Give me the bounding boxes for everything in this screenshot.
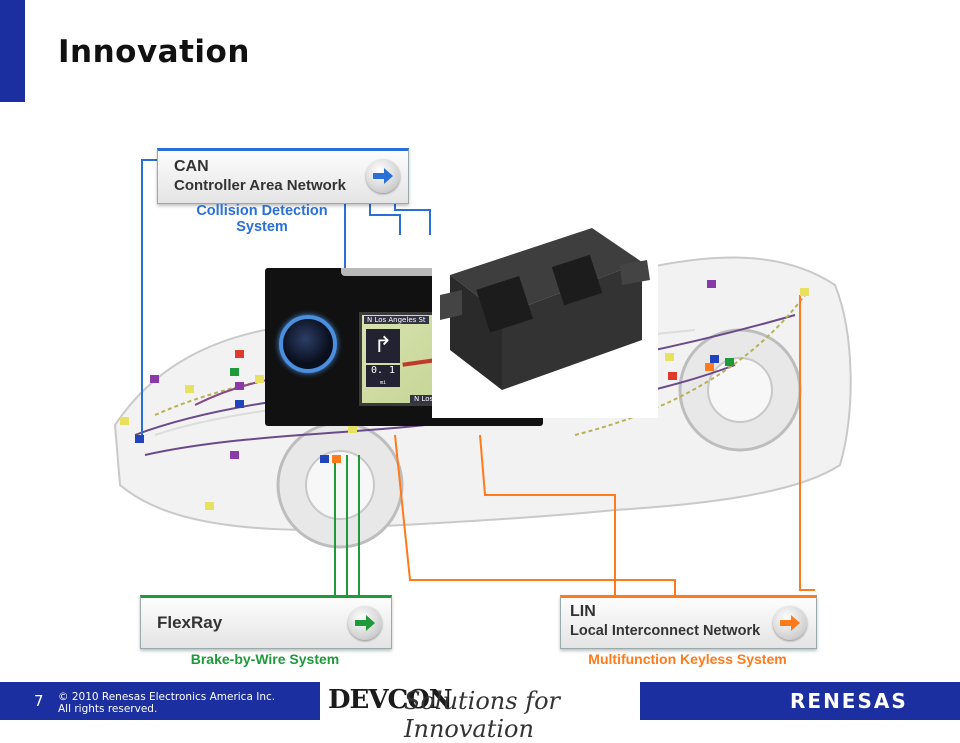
flexray-title: FlexRay bbox=[157, 613, 223, 632]
lin-subtitle: Local Interconnect Network bbox=[570, 623, 761, 639]
flexray-arrow-icon bbox=[348, 606, 382, 640]
footer-left-band: 7 © 2010 Renesas Electronics America Inc… bbox=[0, 682, 320, 720]
slide-footer: 7 © 2010 Renesas Electronics America Inc… bbox=[0, 682, 960, 743]
keyless-system-label: Multifunction Keyless System bbox=[588, 651, 787, 667]
nav-distance-value: 0. 1 bbox=[370, 365, 396, 376]
collision-detection-label: Collision Detection System bbox=[177, 203, 347, 235]
ecu-module-illustration bbox=[440, 228, 650, 390]
can-subtitle: Controller Area Network bbox=[174, 177, 346, 194]
can-network-box: CAN Controller Area Network bbox=[157, 148, 409, 204]
renesas-logo: RENESAS bbox=[790, 689, 908, 713]
collision-detection-line2: System bbox=[236, 219, 288, 235]
copyright-notice: © 2010 Renesas Electronics America Inc. … bbox=[58, 691, 275, 715]
nav-distance-unit: mi bbox=[379, 380, 387, 386]
copyright-line1: © 2010 Renesas Electronics America Inc. bbox=[58, 691, 276, 703]
can-arrow-icon bbox=[366, 159, 400, 193]
ecu-module-photo bbox=[432, 190, 658, 418]
devcon-logo: DEVCON bbox=[328, 685, 453, 715]
nav-street-bottom: N Los A bbox=[410, 395, 445, 403]
head-unit-knob bbox=[279, 315, 337, 373]
event-tagline: Solutions for Innovation bbox=[404, 687, 560, 743]
page-number: 7 bbox=[34, 692, 44, 710]
nav-distance: 0. 1 mi bbox=[366, 365, 400, 387]
copyright-line2: All rights reserved. bbox=[58, 703, 158, 715]
slide-title: Innovation bbox=[58, 34, 250, 70]
lin-arrow-icon bbox=[773, 606, 807, 640]
lin-title: LIN bbox=[570, 603, 596, 620]
footer-middle-band: DEVCON Solutions for Innovation bbox=[320, 682, 640, 743]
collision-detection-line1: Collision Detection bbox=[196, 203, 328, 219]
turn-arrow-icon: ↱ bbox=[366, 329, 400, 363]
nav-street-top: N Los Angeles St bbox=[364, 316, 429, 324]
title-accent-bar bbox=[0, 0, 25, 102]
footer-right-band: RENESAS bbox=[640, 682, 960, 720]
can-title: CAN bbox=[174, 158, 209, 175]
brake-by-wire-label: Brake-by-Wire System bbox=[190, 651, 340, 667]
flexray-network-box: FlexRay bbox=[140, 595, 392, 649]
lin-network-box: LIN Local Interconnect Network bbox=[560, 595, 817, 649]
